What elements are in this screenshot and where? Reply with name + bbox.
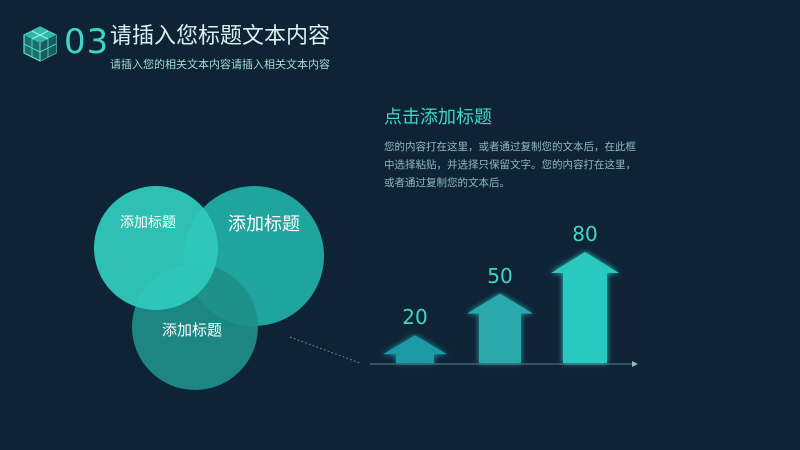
bar-value-label-1: 20	[402, 305, 428, 330]
arrow-bar-1	[383, 335, 447, 363]
venn-circle-left	[94, 186, 218, 310]
cube-logo-icon	[23, 26, 57, 62]
connector-line	[289, 336, 361, 364]
block-body: 您的内容打在这里，或者通过复制您的文本后，在此框中选择粘贴，并选择只保留文字。您…	[384, 141, 636, 189]
section-number: 03	[64, 22, 110, 62]
bar-value-label-2: 50	[487, 263, 513, 288]
arrow-bar-2	[467, 293, 533, 363]
bar-value-label-3: 80	[572, 222, 598, 246]
venn-label-bottom: 添加标题	[162, 321, 223, 339]
venn-label-left: 添加标题	[120, 215, 176, 231]
venn-label-right: 添加标题	[228, 214, 300, 235]
block-title: 点击添加标题	[384, 107, 492, 128]
page-subtitle: 请插入您的相关文本内容请插入相关文本内容	[110, 58, 330, 71]
baseline-arrow-icon	[632, 361, 638, 367]
arrow-bar-3	[551, 252, 619, 363]
page-title: 请插入您标题文本内容	[110, 24, 331, 49]
